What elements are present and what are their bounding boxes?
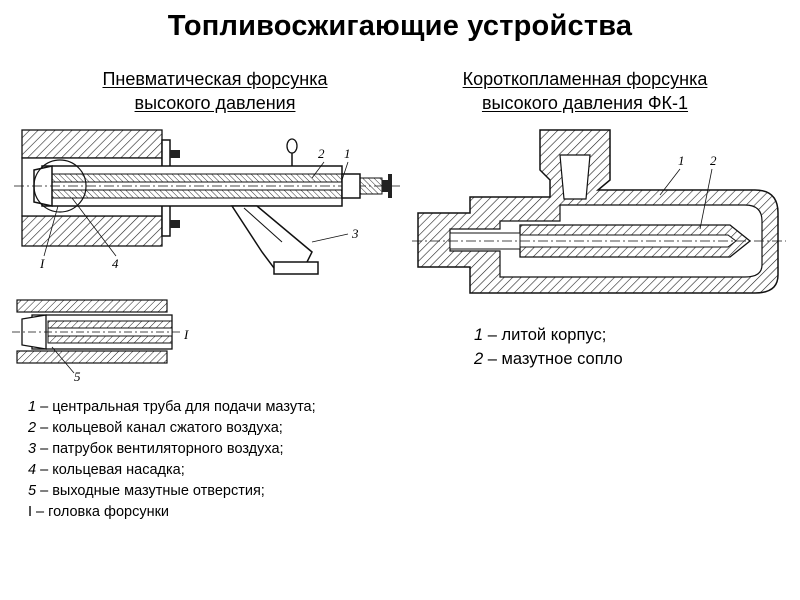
left-heading-line-2: высокого давления [134, 93, 296, 113]
left-legend-item: 2 – кольцевой канал сжатого воздуха; [28, 420, 283, 436]
left-legend-item: 1 – центральная труба для подачи мазута; [28, 399, 316, 415]
right-legend-item: 1 – литой корпус; [474, 326, 607, 344]
left-legend-item: I – головка форсунки [28, 504, 170, 520]
label-2: 2 [318, 146, 325, 161]
left-heading: Пневматическая форсунка высокого давлени… [40, 67, 390, 115]
furnace-wall-bottom [21, 215, 163, 247]
label-1: 1 [344, 146, 351, 161]
left-legend-item: 3 – патрубок вентиляторного воздуха; [28, 441, 284, 457]
label-fk-1: 1 [678, 153, 685, 168]
label-3: 3 [351, 226, 359, 241]
left-legend: 1 – центральная труба для подачи мазута;… [28, 397, 448, 523]
right-heading-line-1: Короткопламенная форсунка [462, 69, 708, 89]
label-fk-2: 2 [710, 153, 717, 168]
label-i-top: I [39, 256, 45, 271]
label-5: 5 [74, 369, 81, 384]
page-title: Топливосжигающие устройства [167, 10, 633, 42]
right-heading: Короткопламенная форсунка высокого давле… [410, 67, 760, 115]
pneumatic-burner-drawing: 1 2 3 4 I [14, 129, 400, 275]
right-legend-item: 2 – мазутное сопло [474, 350, 623, 368]
furnace-wall-top [21, 129, 163, 159]
right-heading-line-2: высокого давления ФК-1 [481, 93, 689, 113]
left-heading-line-1: Пневматическая форсунка [102, 69, 328, 89]
left-legend-item: 4 – кольцевая насадка; [28, 462, 185, 478]
burner-head-detail-drawing: 5 I [12, 299, 189, 384]
left-legend-item: 5 – выходные мазутные отверстия; [28, 483, 265, 499]
short-flame-burner-drawing: 1 2 [412, 129, 786, 294]
label-i-detail: I [183, 327, 189, 342]
right-legend: 1 – литой корпус; 2 – мазутное сопло [474, 323, 774, 371]
label-4: 4 [112, 256, 119, 271]
